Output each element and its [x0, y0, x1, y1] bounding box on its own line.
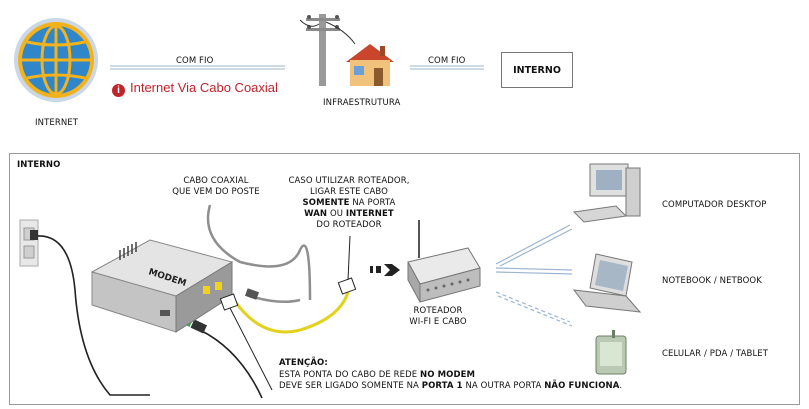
coax-line2: QUE VEM DO POSTE [172, 187, 260, 197]
router-note-l1: CASO UTILIZAR ROTEADOR, [288, 176, 410, 186]
modem-icon [90, 239, 234, 333]
router-label: ROTEADOR WI-FI E CABO [398, 306, 478, 328]
com-fio-left-label: COM FIO [176, 56, 214, 66]
router-note-wan: WAN [304, 209, 328, 219]
attention-note: ATENÇÃO: ESTA PONTA DO CABO DE REDE NO M… [279, 358, 622, 393]
notebook-label: NOTEBOOK / NETBOOK [662, 276, 762, 286]
router-label-l2: WI-FI E CABO [409, 317, 467, 327]
router-note-internet: INTERNET [345, 209, 394, 219]
attention-l3a: DEVE SER LIGADO SOMENTE NA [279, 381, 422, 391]
internet-label: INTERNET [35, 118, 79, 128]
router-icon [407, 220, 481, 303]
coax-line1: CABO COAXIAL [183, 176, 249, 186]
router-note-somente: SOMENTE [302, 198, 350, 208]
attention-title: ATENÇÃO: [279, 358, 328, 368]
attention-no-modem: NO MODEM [420, 369, 476, 380]
mobile-label: CELULAR / PDA / TABLET [662, 349, 769, 359]
attention-nao-funciona: NÃO FUNCIONA [544, 381, 620, 391]
utility-pole-icon [299, 14, 356, 86]
router-note-l5: DO ROTEADOR [316, 220, 382, 230]
router-label-l1: ROTEADOR [413, 306, 463, 316]
attention-l2a: ESTA PONTA DO CABO DE REDE [279, 369, 421, 380]
attention-porta-1: PORTA 1 [421, 381, 463, 391]
interno-box[interactable]: INTERNO [501, 52, 573, 88]
router-note-ou: OU [327, 209, 346, 219]
info-icon: i [112, 84, 125, 97]
wall-outlet-icon [19, 219, 39, 267]
pda-icon [595, 330, 627, 375]
router-note: CASO UTILIZAR ROTEADOR, LIGAR ESTE CABO … [276, 176, 422, 231]
infra-label: INFRAESTRUTURA [323, 98, 401, 108]
desktop-computer-icon [572, 163, 641, 223]
globe-icon [14, 18, 98, 102]
attention-l3c: NA OUTRA PORTA [462, 381, 545, 391]
desktop-label: COMPUTADOR DESKTOP [662, 200, 767, 210]
house-icon [346, 44, 394, 86]
notebook-icon [572, 253, 642, 313]
router-note-l2: LIGAR ESTE CABO [310, 187, 388, 197]
cabo-link-text: Internet Via Cabo Coaxial [130, 80, 278, 95]
cabo-coaxial-link[interactable]: i Internet Via Cabo Coaxial [112, 80, 278, 97]
router-note-na-porta: NA PORTA [349, 198, 396, 208]
com-fio-right-label: COM FIO [428, 56, 466, 66]
panel-title: INTERNO [17, 160, 61, 170]
top-diagram [14, 14, 484, 102]
attention-l3e: . [619, 381, 623, 391]
coax-note: CABO COAXIAL QUE VEM DO POSTE [168, 176, 264, 198]
